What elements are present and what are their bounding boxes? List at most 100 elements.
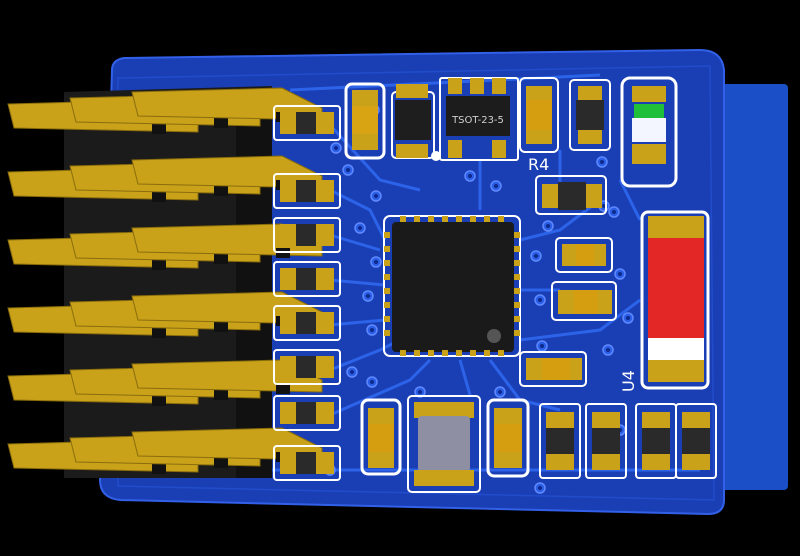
header-pin-hole — [214, 322, 228, 332]
resistor-pad — [316, 112, 334, 134]
via-hole — [546, 224, 550, 228]
resistor-outline — [539, 403, 581, 479]
resistor-pad — [546, 454, 574, 470]
qfn-pad — [384, 232, 390, 238]
resistor-pad — [316, 268, 334, 290]
resistor-pad — [316, 452, 334, 474]
fuse-u4: U4 — [619, 210, 710, 392]
qfn-pad — [514, 330, 520, 336]
left-resistor-column — [273, 105, 341, 481]
via-hole — [498, 390, 502, 394]
resistor-pad — [280, 224, 296, 246]
qfn-pad — [514, 316, 520, 322]
resistor-outline — [273, 217, 341, 253]
resistor-pad — [316, 356, 334, 378]
via-hole — [606, 348, 610, 352]
via-hole — [612, 210, 616, 214]
resistor-body — [296, 112, 316, 134]
resistor-body — [592, 428, 620, 454]
resistor-body — [296, 452, 316, 474]
via-hole — [366, 294, 370, 298]
resistor-pad — [280, 112, 296, 134]
qfn-pad — [498, 350, 504, 356]
via-hole — [626, 316, 630, 320]
resistor-pad — [316, 402, 334, 424]
resistor-outline — [273, 173, 341, 209]
resistor-pad — [592, 454, 620, 470]
qfn-pad — [514, 232, 520, 238]
via-hole — [534, 254, 538, 258]
resistor-outline — [273, 261, 341, 297]
qfn-pad — [442, 216, 448, 222]
cap-top-left — [344, 82, 386, 160]
resistor-pad — [316, 312, 334, 334]
qfn-pad — [384, 288, 390, 294]
qfn-pad — [514, 302, 520, 308]
bottom-resistors — [539, 403, 717, 479]
header-pin-hole — [214, 118, 228, 128]
header-pin-hole — [152, 124, 166, 134]
qfn-pad — [514, 246, 520, 252]
resistor-outline — [273, 445, 341, 481]
qfn-pad — [384, 302, 390, 308]
header-pin-hole — [214, 390, 228, 400]
header-side — [236, 88, 272, 478]
cap-bottom-2 — [486, 398, 530, 478]
qfn-pad — [400, 350, 406, 356]
header-pin-hole — [214, 254, 228, 264]
resistor-outline — [675, 403, 717, 479]
via-hole — [618, 272, 622, 276]
cap-bottom-1 — [360, 398, 402, 476]
via-hole — [374, 194, 378, 198]
via-hole — [358, 226, 362, 230]
cap-mid-bottom — [519, 351, 587, 387]
qfn-pad — [498, 216, 504, 222]
resistor-top-right — [569, 79, 611, 151]
resistor-body — [296, 268, 316, 290]
header-pin-hole — [152, 260, 166, 270]
qfn-pad — [442, 350, 448, 356]
qfn-pad — [384, 330, 390, 336]
resistor-outline — [273, 105, 341, 141]
r4-label: R4 — [528, 155, 549, 174]
side-connector — [718, 84, 788, 490]
qfn-pad — [514, 288, 520, 294]
via-hole — [418, 390, 422, 394]
resistor-pad — [280, 312, 296, 334]
resistor-pad — [592, 412, 620, 428]
via-hole — [370, 380, 374, 384]
resistor-pad — [280, 356, 296, 378]
qfn-pad — [470, 216, 476, 222]
resistor-body — [296, 312, 316, 334]
header-pin-hole — [276, 384, 290, 394]
resistor-pad — [316, 180, 334, 202]
resistor-pad — [682, 454, 710, 470]
via-hole — [334, 146, 338, 150]
via-hole — [494, 184, 498, 188]
header-pin-hole — [214, 458, 228, 468]
via-hole — [540, 344, 544, 348]
main-ic — [383, 215, 521, 357]
qfn-pad — [384, 260, 390, 266]
tsot-chip: TSOT-23-5 — [431, 77, 519, 161]
resistor-pad — [546, 412, 574, 428]
pin-header — [7, 86, 323, 478]
qfn-pad — [514, 260, 520, 266]
qfn-pad — [384, 246, 390, 252]
resistor-body — [682, 428, 710, 454]
resistor-body — [546, 428, 574, 454]
header-pin-hole — [152, 396, 166, 406]
resistor-pad — [280, 452, 296, 474]
resistor-body — [296, 356, 316, 378]
header-pin-hole — [152, 328, 166, 338]
header-pin-hole — [214, 186, 228, 196]
via-hole — [538, 486, 542, 490]
resistor-pad — [642, 454, 670, 470]
qfn-pad — [414, 216, 420, 222]
header-pin-hole — [152, 464, 166, 474]
qfn-pad — [414, 350, 420, 356]
qfn-pad — [514, 274, 520, 280]
resistor-pad — [682, 412, 710, 428]
cap-right-1 — [555, 237, 613, 273]
